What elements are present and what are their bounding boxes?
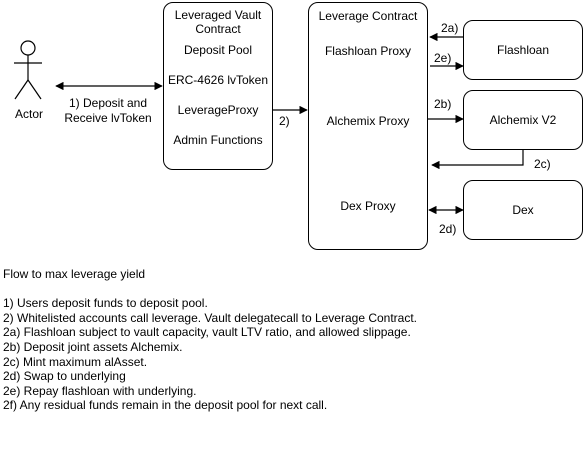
dex-label: Dex bbox=[512, 203, 534, 217]
notes-line: 2e) Repay flashloan with underlying. bbox=[3, 383, 197, 398]
vault-title-line1: Leveraged Vault bbox=[174, 8, 262, 22]
leverage-item-dex-proxy: Dex Proxy bbox=[340, 199, 396, 213]
leverage-item-alchemix-proxy: Alchemix Proxy bbox=[326, 114, 410, 128]
edge-label-2b: 2b) bbox=[434, 97, 452, 111]
edge-label-1-line1: 1) Deposit and bbox=[68, 96, 148, 110]
notes-line: 2a) Flashloan subject to vault capacity,… bbox=[3, 325, 411, 340]
flashloan-label: Flashloan bbox=[496, 43, 550, 57]
leverage-item-flashloan-proxy: Flashloan Proxy bbox=[324, 44, 412, 58]
leverage-title: Leverage Contract bbox=[318, 9, 418, 23]
notes-line: 2) Whitelisted accounts call leverage. V… bbox=[3, 310, 418, 325]
edge-alchemix-back bbox=[431, 150, 524, 170]
edge-label-2a: 2a) bbox=[441, 21, 459, 35]
alchemix-label: Alchemix V2 bbox=[489, 113, 557, 127]
actor-label: Actor bbox=[14, 107, 43, 121]
vault-item-erc4626: ERC-4626 lvToken bbox=[167, 73, 269, 87]
vault-item-leverage-proxy: LeverageProxy bbox=[177, 103, 259, 117]
actor-icon bbox=[14, 40, 42, 100]
notes-line: 2b) Deposit joint assets Alchemix. bbox=[3, 339, 183, 354]
notes-heading: Flow to max leverage yield bbox=[3, 267, 146, 281]
notes-line: 1) Users deposit funds to deposit pool. bbox=[3, 296, 208, 311]
flashloan-box: Flashloan bbox=[463, 20, 583, 80]
edge-label-2e: 2e) bbox=[434, 51, 452, 65]
notes-line: 2c) Mint maximum alAsset. bbox=[3, 354, 148, 369]
notes-line: 2f) Any residual funds remain in the dep… bbox=[3, 398, 328, 413]
dex-box: Dex bbox=[463, 180, 583, 240]
vault-title-line2: Contract bbox=[195, 22, 241, 36]
vault-item-deposit-pool: Deposit Pool bbox=[183, 43, 253, 57]
vault-contract-box: Leveraged Vault Contract Deposit Pool ER… bbox=[163, 2, 273, 170]
edge-label-2c: 2c) bbox=[534, 157, 551, 171]
leverage-contract-box: Leverage Contract Flashloan Proxy Alchem… bbox=[308, 2, 428, 250]
alchemix-box: Alchemix V2 bbox=[463, 90, 583, 150]
vault-item-admin: Admin Functions bbox=[173, 133, 263, 147]
flow-notes: Flow to max leverage yield 1) Users depo… bbox=[3, 267, 417, 413]
edge-label-2: 2) bbox=[279, 114, 290, 128]
edge-label-2d: 2d) bbox=[439, 222, 457, 236]
notes-line: 2d) Swap to underlying bbox=[3, 369, 126, 384]
edge-label-1-line2: Receive lvToken bbox=[64, 111, 152, 125]
